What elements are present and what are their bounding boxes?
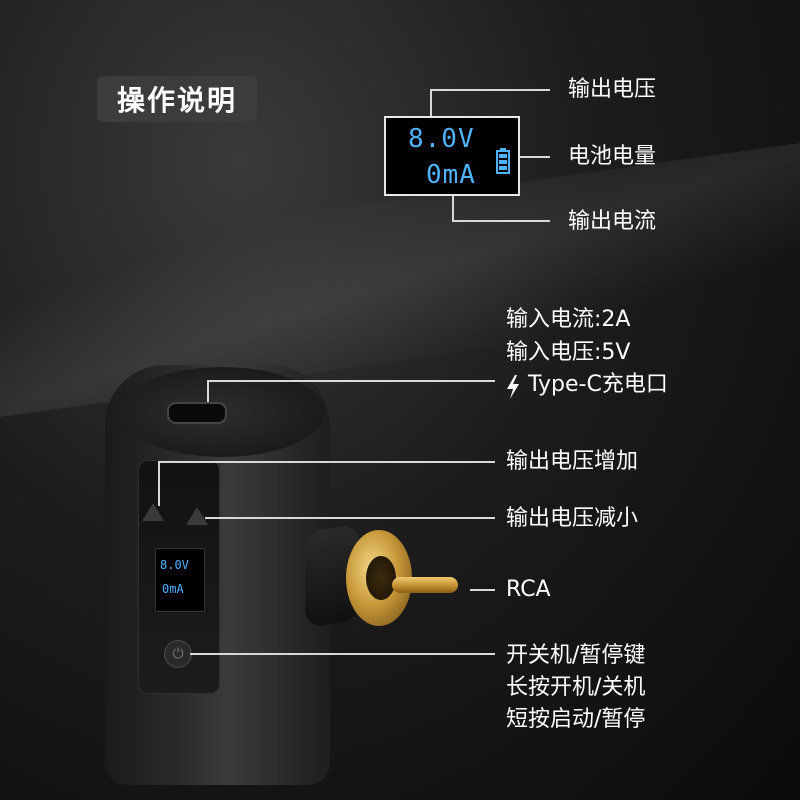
rca-pin <box>392 577 458 593</box>
callout-line-output-voltage-v <box>430 89 432 116</box>
page-title: 操作说明 <box>97 76 257 122</box>
callout-line-rca <box>470 589 495 591</box>
callout-line-battery <box>520 156 550 158</box>
label-voltage-down: 输出电压减小 <box>506 506 639 531</box>
callout-line-output-current <box>452 220 550 222</box>
power-icon: ⏻ <box>172 646 184 662</box>
battery-icon <box>496 148 510 174</box>
device-screen-voltage: 8.0V <box>160 558 189 572</box>
label-typec-port: Type-C充电口 <box>528 372 668 397</box>
label-input-voltage: 输入电压:5V <box>506 340 631 365</box>
label-short-press: 短按启动/暂停 <box>506 707 646 732</box>
label-power-key: 开关机/暂停键 <box>506 643 646 668</box>
callout-line-voltage-up-v <box>158 461 160 506</box>
callout-line-typec-v <box>207 380 209 402</box>
callout-line-voltage-up <box>158 461 495 463</box>
callout-line-output-voltage <box>430 89 550 91</box>
label-input-current: 输入电流:2A <box>506 307 631 332</box>
lightning-icon <box>507 375 519 399</box>
callout-line-typec <box>207 380 495 382</box>
callout-line-voltage-down <box>205 517 495 519</box>
power-button[interactable]: ⏻ <box>164 640 192 668</box>
label-long-press: 长按开机/关机 <box>506 675 646 700</box>
display-voltage-reading: 8.0V <box>408 124 475 154</box>
typec-port <box>167 402 227 424</box>
display-current-reading: 0mA <box>426 160 476 190</box>
callout-line-output-current-v <box>452 196 454 221</box>
label-battery-level: 电池电量 <box>568 144 657 169</box>
callout-line-power <box>190 653 495 655</box>
label-output-current: 输出电流 <box>568 209 657 234</box>
label-voltage-up: 输出电压增加 <box>506 449 639 474</box>
display-diagram: 8.0V 0mA <box>384 116 520 196</box>
rca-inner <box>366 556 396 600</box>
device-screen: 8.0V 0mA <box>155 548 205 612</box>
voltage-up-button[interactable] <box>142 503 164 521</box>
voltage-down-button[interactable] <box>186 507 208 525</box>
label-rca: RCA <box>506 577 551 602</box>
label-output-voltage: 输出电压 <box>568 77 657 102</box>
device-screen-current: 0mA <box>162 582 184 596</box>
